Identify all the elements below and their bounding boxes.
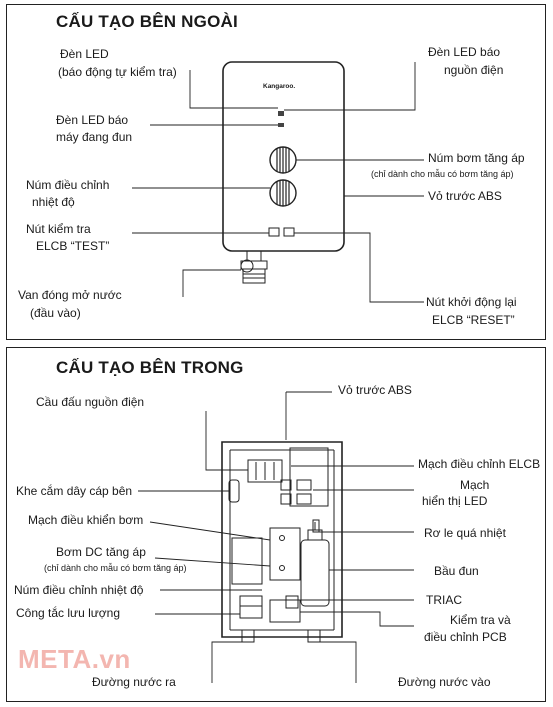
label-led-circuit: Mạch bbox=[460, 478, 490, 492]
label-power-terminal: Cầu đấu nguồn điện bbox=[36, 395, 145, 409]
label-pump-knob-note: (chỉ dành cho mẫu có bơm tăng áp) bbox=[371, 169, 514, 179]
label-pcb-2: điều chỉnh PCB bbox=[424, 630, 507, 644]
dc-pump bbox=[231, 537, 263, 585]
label-led-heating-2: máy đang đun bbox=[56, 130, 133, 144]
led-mid bbox=[278, 123, 284, 127]
exterior-title: CẤU TẠO BÊN NGOÀI bbox=[56, 12, 238, 31]
label-elcb-reset-2: ELCB “RESET” bbox=[432, 313, 515, 327]
heater-body bbox=[222, 61, 345, 252]
label-valve: Van đóng mở nước bbox=[18, 288, 122, 302]
label-elcb-circuit: Mạch điều chỉnh ELCB bbox=[418, 457, 541, 471]
label-elcb-test-2: ELCB “TEST” bbox=[36, 239, 110, 253]
label-pump-knob: Núm bơm tăng áp bbox=[428, 151, 525, 165]
outlet-pipe bbox=[241, 629, 255, 643]
boiler bbox=[300, 539, 330, 607]
label-led-selftest-note: (báo động tự kiểm tra) bbox=[58, 65, 177, 79]
label-boiler: Bầu đun bbox=[434, 564, 479, 578]
label-led-power-2: nguồn điện bbox=[444, 63, 504, 77]
interior-title: CẤU TẠO BÊN TRONG bbox=[56, 358, 244, 377]
label-led-heating: Đèn LED báo bbox=[56, 113, 129, 127]
label-abs-cover-outer: Vỏ trước ABS bbox=[428, 189, 502, 203]
elcb-reset-button bbox=[283, 227, 295, 237]
exterior-panel bbox=[6, 4, 546, 340]
label-triac: TRIAC bbox=[426, 593, 462, 607]
label-valve-2: (đầu vào) bbox=[30, 306, 81, 320]
label-elcb-test: Nút kiểm tra bbox=[26, 222, 91, 236]
triac bbox=[285, 595, 299, 609]
label-relay: Rơ le quá nhiệt bbox=[424, 526, 506, 540]
label-pump-control: Mạch điều khiển bơm bbox=[28, 513, 144, 527]
label-dc-pump: Bơm DC tăng áp bbox=[56, 545, 146, 559]
pcb bbox=[269, 599, 301, 623]
relay bbox=[312, 519, 320, 533]
label-pcb: Kiểm tra và bbox=[450, 613, 511, 627]
inlet-pipe bbox=[307, 629, 321, 643]
pump-control-board bbox=[269, 527, 301, 581]
brand-logo: Kangaroo. bbox=[263, 83, 296, 90]
led-top bbox=[278, 111, 284, 116]
label-temp-knob: Núm điều chỉnh bbox=[26, 178, 110, 192]
label-elcb-reset: Nút khởi động lại bbox=[426, 295, 517, 309]
label-abs-cover-inner: Vỏ trước ABS bbox=[338, 383, 412, 397]
elcb-test-button bbox=[268, 227, 280, 237]
label-led-selftest: Đèn LED bbox=[60, 47, 109, 61]
label-led-power: Đèn LED báo bbox=[428, 45, 501, 59]
label-water-out: Đường nước ra bbox=[92, 675, 176, 689]
valve-knob bbox=[240, 259, 254, 273]
interior-panel bbox=[6, 347, 546, 702]
label-flow-switch: Công tắc lưu lượng bbox=[16, 606, 120, 620]
label-dc-pump-note: (chỉ dành cho mẫu có bơm tăng áp) bbox=[44, 563, 187, 573]
label-led-circuit-2: hiển thị LED bbox=[422, 494, 488, 508]
interior-frame bbox=[221, 441, 343, 638]
label-temp-knob-2: nhiệt độ bbox=[32, 195, 75, 209]
elcb-board bbox=[289, 447, 329, 507]
power-terminal-block bbox=[247, 459, 283, 483]
watermark-logo: META.vn bbox=[18, 644, 131, 674]
label-water-in: Đường nước vào bbox=[398, 675, 491, 689]
label-cable-slot: Khe cắm dây cáp bên bbox=[16, 484, 133, 498]
label-temp-knob-inner: Núm điều chỉnh nhiệt độ bbox=[14, 583, 144, 597]
temp-knob bbox=[269, 179, 297, 207]
flow-switch bbox=[239, 595, 263, 619]
